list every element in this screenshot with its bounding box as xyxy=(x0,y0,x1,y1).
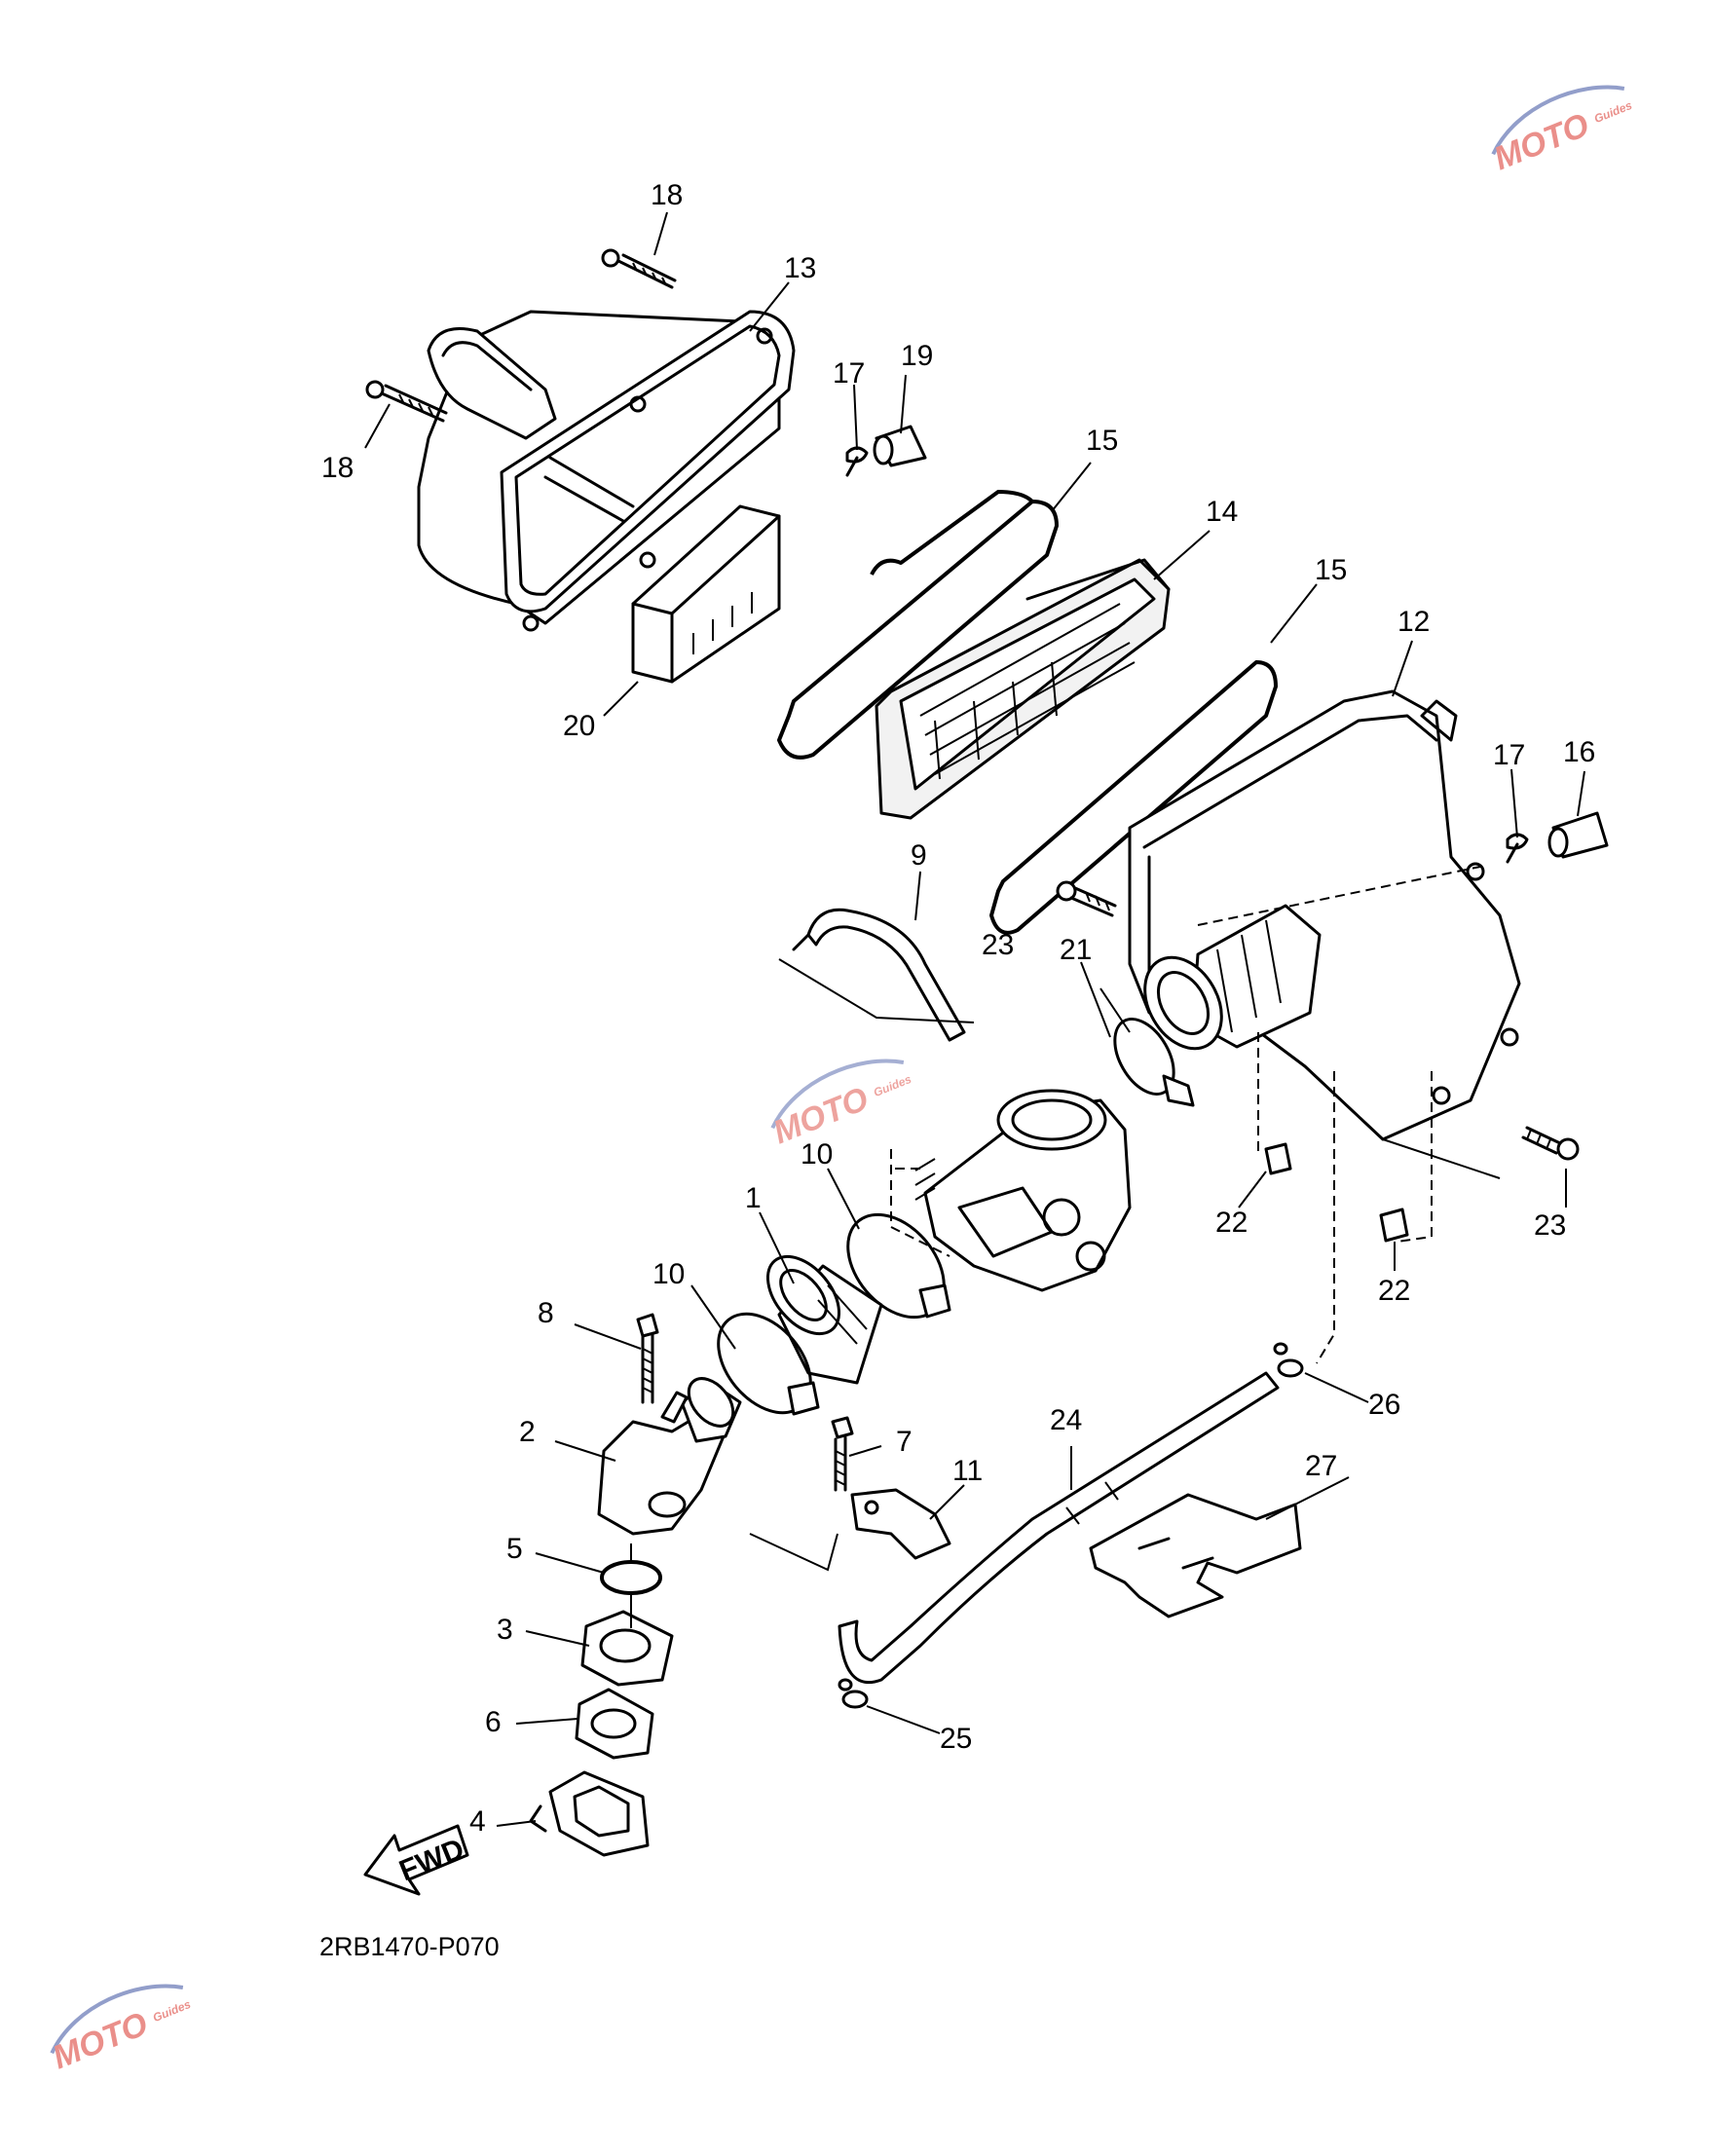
callout-15-upper: 15 xyxy=(1086,425,1118,457)
callout-10-upper: 10 xyxy=(801,1138,833,1171)
callout-14: 14 xyxy=(1206,496,1238,528)
part-16-drain-cap xyxy=(1547,811,1609,859)
svg-text:Guides: Guides xyxy=(151,1997,193,2025)
callout-15-lower: 15 xyxy=(1315,554,1347,586)
callout-1: 1 xyxy=(745,1182,762,1214)
part-17-clamp-top xyxy=(845,446,869,477)
part-8-bolt xyxy=(636,1313,659,1404)
callout-25: 25 xyxy=(940,1723,972,1755)
svg-text:MOTO: MOTO xyxy=(48,2005,153,2076)
part-25-clip xyxy=(838,1678,869,1709)
moto-guides-watermark-bottom: MOTO Guides xyxy=(48,1984,193,2076)
part-24-hose xyxy=(838,1371,1280,1685)
part-7-bolt xyxy=(831,1416,854,1492)
callout-13: 13 xyxy=(784,252,816,284)
part-11-bracket xyxy=(749,1488,951,1572)
part-5-o-ring xyxy=(600,1543,662,1595)
part-26-clip xyxy=(1273,1342,1304,1378)
callout-21: 21 xyxy=(1060,934,1092,966)
callout-2: 2 xyxy=(519,1416,536,1448)
diagram-code: 2RB1470-P070 xyxy=(319,1932,500,1961)
callout-18-top: 18 xyxy=(651,179,683,211)
part-17-clamp-right xyxy=(1506,833,1529,864)
part-2-intake-manifold xyxy=(597,1377,742,1536)
part-23-bolt-lower xyxy=(1521,1126,1580,1161)
svg-text:Guides: Guides xyxy=(872,1072,913,1099)
part-18-bolt-left xyxy=(365,380,448,423)
callout-numbers: 18 13 18 17 19 15 14 15 12 17 16 20 9 23… xyxy=(321,179,1595,1838)
callout-3: 3 xyxy=(497,1614,513,1646)
part-14-filter-element xyxy=(875,558,1171,820)
part-12-filter-case xyxy=(1128,689,1521,1141)
moto-guides-watermark-middle: MOTO Guides xyxy=(768,1059,913,1151)
part-19-drain-cap xyxy=(873,425,927,467)
part-15-gasket-upper xyxy=(777,490,1059,760)
callout-10-lower: 10 xyxy=(652,1258,685,1290)
callout-7: 7 xyxy=(896,1426,913,1458)
carburetor-assembly xyxy=(890,1089,1132,1292)
callout-23-upper: 23 xyxy=(982,929,1014,961)
part-3-joint xyxy=(580,1593,674,1687)
part-20-foam-element xyxy=(631,504,781,684)
part-13-case-cover xyxy=(417,310,796,632)
callout-20: 20 xyxy=(563,710,595,742)
part-22-grommet-left xyxy=(1264,1142,1292,1175)
fwd-arrow-icon: FWD xyxy=(363,1824,469,1896)
callout-5: 5 xyxy=(506,1533,523,1565)
part-21-hose-clamp xyxy=(1113,1018,1195,1107)
callout-12: 12 xyxy=(1397,606,1430,638)
callout-19: 19 xyxy=(901,340,933,372)
part-27-plate xyxy=(1089,1493,1302,1618)
part-23-bolt-upper xyxy=(1056,880,1117,917)
callout-22-right: 22 xyxy=(1378,1275,1410,1307)
connection-lines xyxy=(1099,987,1501,1364)
svg-text:MOTO: MOTO xyxy=(1489,106,1594,177)
callout-8: 8 xyxy=(538,1297,554,1329)
part-10-clamp-lower xyxy=(717,1312,820,1416)
callout-6: 6 xyxy=(485,1706,502,1738)
part-6-gasket xyxy=(575,1688,654,1760)
part-10-clamp-upper xyxy=(846,1212,951,1320)
callout-27: 27 xyxy=(1305,1450,1337,1482)
callout-23-lower: 23 xyxy=(1534,1209,1566,1242)
callout-16: 16 xyxy=(1563,736,1595,768)
callout-9: 9 xyxy=(911,839,927,872)
callout-26: 26 xyxy=(1368,1389,1400,1421)
callout-leaders xyxy=(364,211,1585,1827)
callout-17-right: 17 xyxy=(1493,739,1525,771)
moto-guides-watermark-top: MOTO Guides xyxy=(1489,85,1634,177)
callout-11: 11 xyxy=(952,1455,983,1487)
callout-18-left: 18 xyxy=(321,452,354,484)
part-18-bolt-top xyxy=(601,248,677,289)
part-1-carburetor-joint xyxy=(765,1254,883,1385)
svg-text:Guides: Guides xyxy=(1592,98,1634,126)
part-9-breather-hose xyxy=(778,908,975,1042)
callout-24: 24 xyxy=(1050,1404,1082,1436)
callout-22-left: 22 xyxy=(1215,1207,1248,1239)
part-4-insulator xyxy=(529,1770,650,1857)
part-22-grommet-right xyxy=(1379,1208,1409,1243)
callout-17-top: 17 xyxy=(833,357,865,390)
callout-4: 4 xyxy=(469,1805,486,1838)
